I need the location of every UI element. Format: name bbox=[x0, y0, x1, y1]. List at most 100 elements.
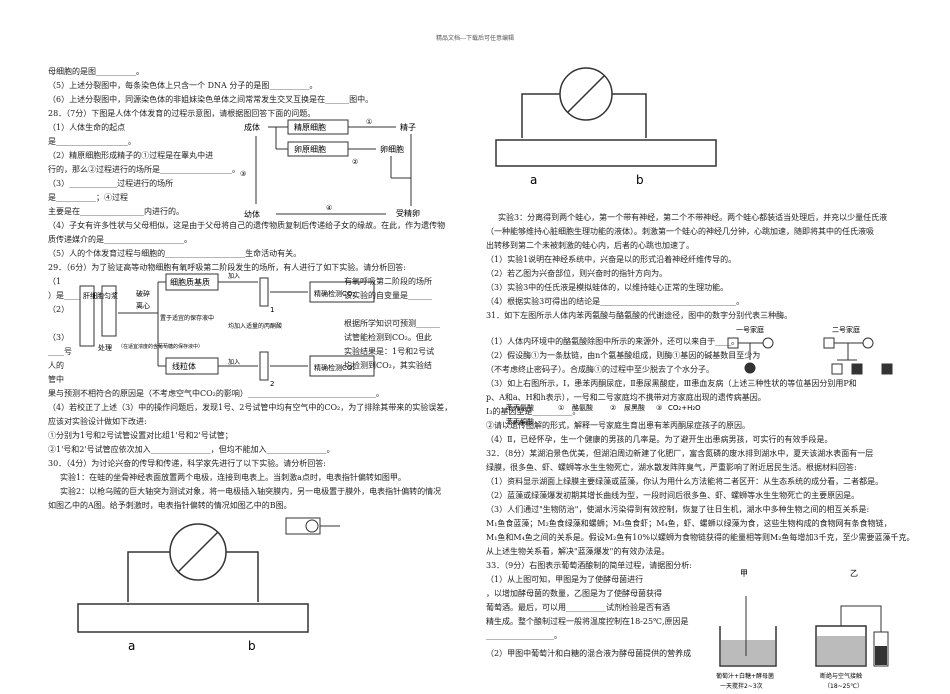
q32-3: （3）人们通过"生物防治"，使湖水污染得到有效控制，恢复了往日生机，湖水中多种生… bbox=[486, 505, 870, 514]
r-q4: （4）根据实验3可得出的结论是_________________________… bbox=[486, 297, 745, 306]
exp3: 实验3：分离得到两个蛙心，第一个带有神经，第二个不带神经。两个蛙心都装适当处理后… bbox=[498, 213, 888, 222]
q31-3b: p、A和a、H和h表示），一号和二号家庭均不携带对方家庭出现的遗传病基因。 bbox=[486, 393, 766, 402]
q32-3c: M₁鱼和M₄鱼之间的关系是。假设M₂鱼有10%以螺蛳为食物链获得的能量相等则M₂… bbox=[486, 533, 915, 542]
q29-4d: ②1'号和2'号试管应依次加入_______________，但均不能加入___… bbox=[48, 445, 335, 454]
exp3c: 出转移到第二个未被刺激的蛙心内，后者的心跳也加速了。 bbox=[486, 241, 694, 250]
q30-e2b: 如图乙中的A图。给予刺激时，电表指针偏转的情况如图乙中的B图。 bbox=[48, 501, 292, 510]
q29-r2: 该实验的自变量是______ bbox=[344, 291, 432, 300]
label-yi-cap: 断绝与空气接触 bbox=[820, 672, 862, 680]
q28-2: （2）精原细胞形成精子的①过程是在睾丸中进 bbox=[48, 151, 214, 160]
label-lixin: 离心 bbox=[136, 301, 150, 310]
label-kuohao: （在适宜浓度的含葡萄糖的保存液中） bbox=[118, 343, 203, 350]
q29-r6: 均检测到CO₂，其实验结 bbox=[344, 361, 432, 370]
q29-4: （4）若校正了上述（3）中的操作问题后，发现1号、2号试管中均有空气中的CO₂，… bbox=[48, 403, 453, 412]
label-youti: 幼体 bbox=[244, 209, 260, 219]
label-pz: 细胞质基质 bbox=[170, 277, 210, 287]
question-5: （5）上述分裂图中，每条染色体上只含一个 DNA 分子的是图__________… bbox=[48, 81, 318, 90]
label-suilie: 破碎 bbox=[136, 289, 150, 298]
line: 母细胞的是图__________。 bbox=[48, 67, 144, 76]
q28-1: （1）人体生命的起点 bbox=[48, 123, 126, 132]
q33-1: （1）从上图可知，甲图是为了使酵母菌进行 bbox=[486, 575, 644, 584]
question-28: 28．（7分）下图是人体个体发育的过程示意图，请根据图回答下面的问题。 bbox=[48, 109, 316, 118]
label-n1p: ① bbox=[558, 404, 564, 412]
label-n2p: ② bbox=[610, 404, 616, 412]
label-gan: 肝细胞 bbox=[83, 291, 104, 300]
label-n2: ② bbox=[352, 158, 358, 166]
q28-4: （4）子女有许多性状与父母相似，这是由于父母将自己的遗传物质复制后传递给子女的缘… bbox=[48, 221, 446, 230]
q31-5: （4）Ⅱ，已经怀孕，生一个健康的男孩的几率是。为了避开生出患病男孩，可实行的有效… bbox=[486, 435, 833, 444]
q28-3: （3）____________过程进行的场所 bbox=[48, 179, 174, 188]
tube-2: 2 bbox=[270, 380, 274, 386]
question-32: 32．（8分）某湖泊景色优美，但湖泊周边新建了化肥厂，富含氮磷的废水排到湖水中，… bbox=[486, 449, 874, 458]
label-n1: ① bbox=[366, 118, 372, 126]
q31-2: （2）假设酶①为一条肽链，由n个氨基酸组成，则酶①基因的碱基数目至少为 bbox=[486, 351, 761, 360]
development-diagram: 成体 精原细胞 卵原细胞 ① 精子 卵细胞 受精卵 ④ 幼体 ③ ② bbox=[240, 118, 420, 219]
question-29: 29．（6分）为了验证高等动物细胞有氧呼吸第二阶段发生的场所，有人进行了如下实验… bbox=[48, 263, 406, 272]
label-jiance-1: 精确检测CO₂ bbox=[314, 289, 355, 298]
question-31: 31．如下左图所示人体内苯丙氨酸与酪氨酸的代谢途径，图中的数字分别代表三种酶。 bbox=[486, 311, 793, 320]
q31-2b: （不考虑终止密码子）。合成酶①的过程中至少脱去了个水分子。 bbox=[486, 365, 714, 374]
q28-3b: 是__________；④过程 bbox=[48, 193, 128, 202]
galvanometer-figure-right: a b bbox=[495, 67, 717, 187]
q30-e1: 实验1：在蛙的坐骨神经表面放置两个电极，连接到电表上。当刺激a点时，电表指针偏转… bbox=[60, 473, 406, 482]
q31-3c: I₃的基因型是__________。 bbox=[486, 407, 581, 416]
q29-2: （2） bbox=[48, 305, 70, 314]
q28-4b: 质传递媒介的是____________________。 bbox=[48, 235, 192, 244]
q32-3d: 从上述生物关系看，解决"蓝藻爆发"的有效办法是。 bbox=[486, 547, 670, 556]
q31-1: （1）人体内环境中的酪氨酸除图中所示的来源外，还可以来自于____。 bbox=[486, 337, 740, 346]
label-co2: CO₂+H₂O bbox=[668, 404, 701, 412]
label-jingyuan: 精原细胞 bbox=[294, 122, 326, 132]
r-q3: （3）实验3中的任氏液是模拟蛙体的，以维持蛙心正常的生理功能。 bbox=[486, 283, 729, 292]
label-chuli: 处理 bbox=[98, 343, 112, 352]
label-phe: 苯丙氨酸 bbox=[506, 403, 534, 412]
label-n3: ③ bbox=[240, 170, 246, 178]
q33-2: （2）甲图中葡萄汁和白糖的混合液为酵母菌提供的营养成 bbox=[486, 649, 692, 658]
label-n3p: ③ bbox=[656, 404, 662, 412]
question-30: 30．（4分）为讨论兴奋的传导和传递，科学家先进行了以下实验。请分析回答: bbox=[48, 459, 326, 468]
label-jiaru-1: 加入 bbox=[228, 272, 240, 280]
label-hgl: 尿黑酸 bbox=[624, 403, 645, 412]
q31-3: （3）如上右图所示，I，患苯丙酮尿症，Ⅱ患尿黑酸症，Ⅲ患血友病（上述三种性状的等… bbox=[486, 379, 857, 388]
q29-4c: ①分别为1号和2号试管设置对比组1'号和2'号试管； bbox=[48, 431, 233, 440]
pedigree-figure: 一号家庭 二号家庭 bbox=[727, 325, 893, 375]
wine-making-figure: 甲 乙 葡萄汁+白糖+酵母菌 一天搅拌2~3次 断绝与空气接触 （18~25℃） bbox=[716, 569, 889, 690]
label-n4: ④ bbox=[326, 204, 332, 212]
label-tyr: 酪氨酸 bbox=[572, 403, 593, 412]
label-jingzi: 精子 bbox=[400, 122, 416, 132]
label-yeng: 匀浆 bbox=[104, 291, 118, 300]
label-b: b bbox=[248, 639, 256, 653]
label-jiaru-2: 加入 bbox=[228, 358, 240, 366]
q28-1b: 是__________________。 bbox=[48, 137, 136, 146]
r-q2: （2）若乙图为兴奋部位，则兴奋时的指针方向为。 bbox=[486, 269, 668, 278]
q33-1d: 精生成。整个酿制过程一般将温度控制在18-25℃,原因是 bbox=[486, 617, 689, 626]
q33-1c: 葡萄酒。最后，可以用__________试剂检验是否有酒 bbox=[486, 603, 670, 612]
label-luanyuan: 卵原细胞 bbox=[294, 144, 326, 154]
label-a-right: a bbox=[530, 173, 537, 187]
q32-3b: M₁鱼食蓝藻；M₂鱼食绿藻和螺蛳；M₃鱼食虾；M₄鱼，虾、螺蛳以绿藻为食，这些生… bbox=[486, 519, 892, 528]
small-meter-icon bbox=[285, 517, 340, 535]
page-header: 精品文档---下载后可任意编辑 bbox=[435, 35, 515, 42]
q32-2: （2）蓝藻或绿藻爆发初期其增长曲线为型，一段时间后很多鱼、虾、螺蛳等水生生物死亡… bbox=[486, 491, 860, 500]
question-6: （6）上述分裂图中，同源染色体的非姐妹染色单体之间常常发生交叉互换是在_____… bbox=[48, 95, 374, 104]
q29-3d: 管中 bbox=[48, 375, 64, 384]
q29-3: （3） bbox=[48, 333, 70, 342]
q29-1b: ）是____ bbox=[48, 291, 80, 300]
label-jia1: 一号家庭 bbox=[736, 325, 764, 334]
label-jia-cap: 葡萄汁+白糖+酵母菌 bbox=[716, 672, 774, 680]
label-junjiaru: 均加入适量的丙酮酸 bbox=[228, 322, 282, 330]
label-jia2: 二号家庭 bbox=[832, 325, 860, 334]
experiment-diagram: 肝细胞 处理 匀浆 （在适宜浓度的含葡萄糖的保存液中） 破碎 离心 细胞质基质 … bbox=[79, 272, 375, 386]
q29-r1: 有氧呼吸第二阶段的场所 bbox=[344, 277, 432, 286]
label-b-right: b bbox=[636, 173, 644, 187]
q32-1: （1）资料显示湖面上绿膜主要绿藻或蓝藻，你认为用什么方法能将二者区开：从生态系统… bbox=[486, 477, 884, 486]
galvanometer-figure: a b bbox=[77, 523, 309, 653]
q29-3c: 人的 bbox=[48, 361, 64, 370]
label-yi-cap2: （18~25℃） bbox=[824, 683, 863, 690]
q29-1: （1 bbox=[48, 277, 62, 286]
label-zhiyu: 置于适宜的保存液中 bbox=[160, 314, 214, 322]
exp3b: （一种能够维持心脏细胞生理功能的液体）。刺激第一个蛙心的神经几分钟，心跳加速，随… bbox=[486, 227, 874, 236]
q29-r5: 实验结果是：1号和2号试 bbox=[344, 347, 435, 356]
label-luanxibao: 卵细胞 bbox=[380, 144, 404, 154]
label-a: a bbox=[128, 639, 135, 653]
q28-2b: 行的，那么②过程进行的场所是__________________。 bbox=[48, 165, 240, 174]
